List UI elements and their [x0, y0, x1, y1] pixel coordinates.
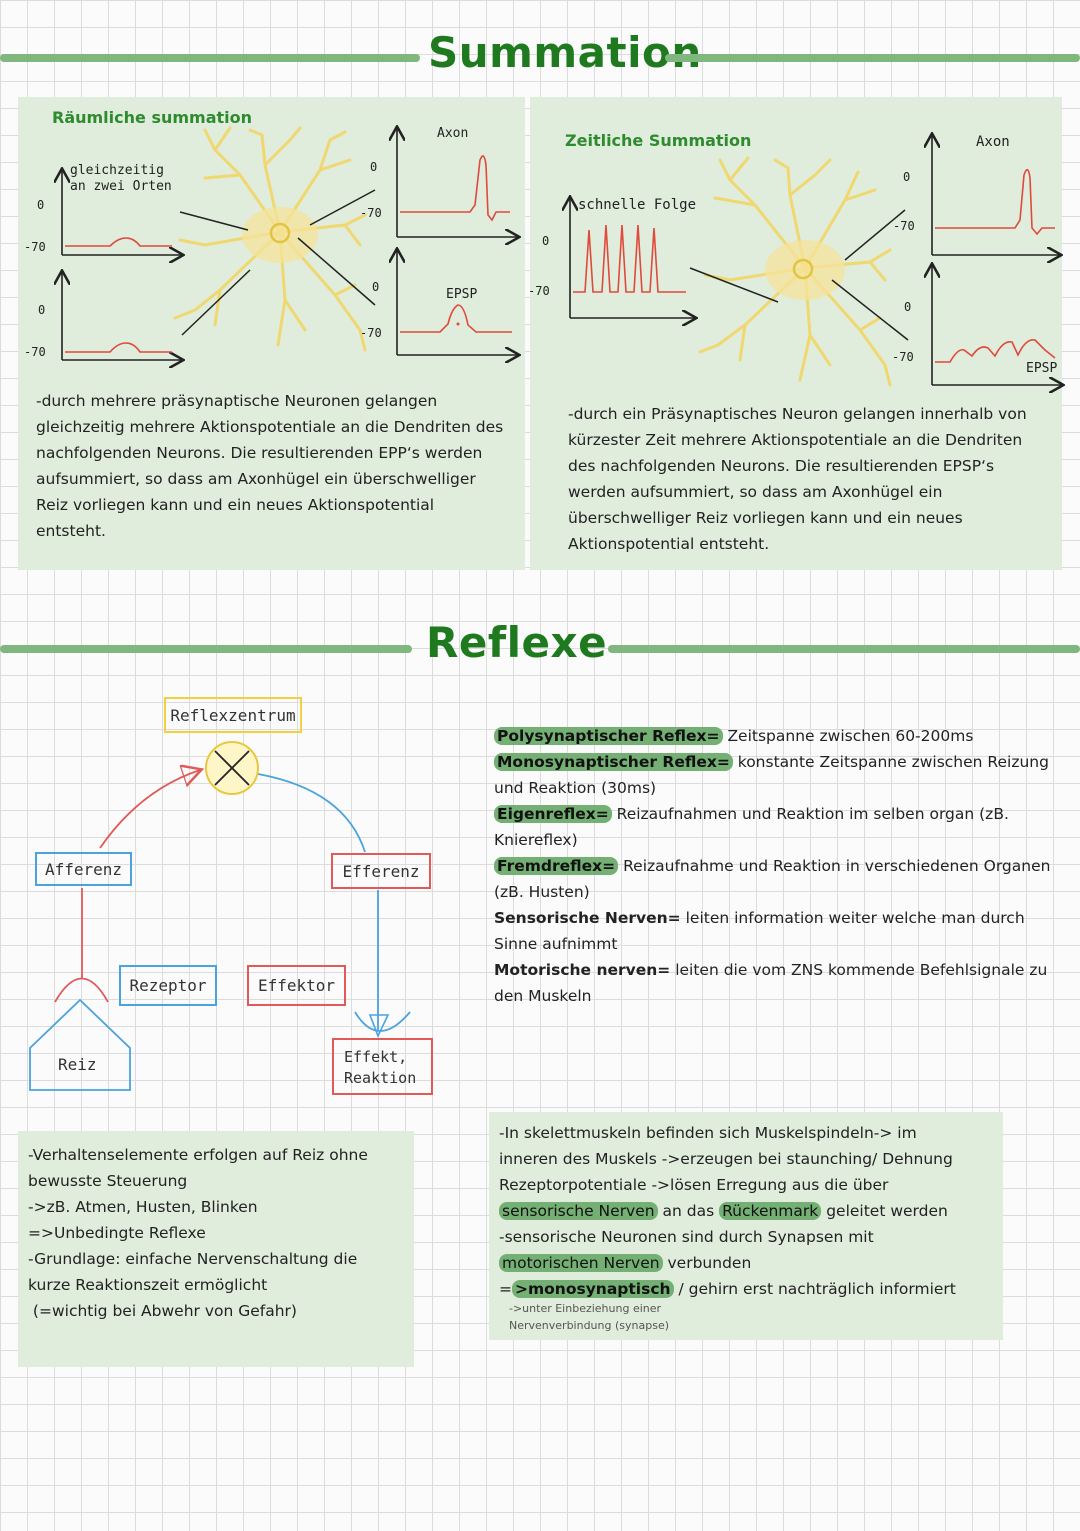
temporal-epsp-zero: 0	[904, 300, 912, 314]
temporal-panel	[530, 97, 1062, 570]
reflexzentrum-box: Reflexzentrum	[164, 697, 302, 733]
reiz-house-shape	[29, 998, 131, 1091]
muscle-spindle-panel	[489, 1112, 1003, 1340]
reflex-definitions: Polysynaptischer Reflex= Zeitspanne zwis…	[494, 723, 1054, 1009]
summation-title: Summation	[428, 28, 702, 77]
spindle-line5: -sensorische Neuronen sind durch Synapse…	[499, 1228, 874, 1246]
sens-term: Sensorische Nerven=	[494, 909, 681, 927]
rezeptor-box: Rezeptor	[119, 965, 217, 1006]
temporal-epsp-label: EPSP	[1026, 361, 1058, 376]
poly-term: Polysynaptischer Reflex=	[494, 727, 723, 745]
spindle-line4-end: geleitet werden	[821, 1202, 948, 1220]
spatial-axis-zero-2: 0	[38, 303, 46, 317]
effekt-line1: Effekt,	[344, 1048, 408, 1066]
spatial-axon-zero: 0	[370, 160, 378, 174]
afferenz-box: Afferenz	[35, 852, 132, 886]
reflexe-title: Reflexe	[426, 618, 608, 667]
hl-motorische-nerven: motorischen Nerven	[499, 1254, 663, 1272]
temporal-heading: Zeitliche Summation	[565, 131, 752, 150]
temporal-axis-m70: -70	[528, 284, 550, 298]
basics-line2: bewusste Steuerung	[28, 1172, 188, 1190]
eigen-def: Reizaufnahmen und Reaktion im selben org…	[494, 805, 1009, 849]
hl-rueckenmark: Rückenmark	[719, 1202, 822, 1220]
basics-line3: ->zB. Atmen, Husten, Blinken	[28, 1198, 258, 1216]
fremd-term: Fremdreflex=	[494, 857, 619, 875]
spindle-line1: -In skelettmuskeln befinden sich Muskels…	[499, 1124, 917, 1142]
basics-line1: -Verhaltenselemente erfolgen auf Reiz oh…	[28, 1146, 368, 1164]
spindle-note1: ->unter Einbeziehung einer	[509, 1302, 662, 1315]
spatial-note-line2: an zwei Orten	[70, 179, 172, 194]
basics-line7: (=wichtig bei Abwehr von Gefahr)	[28, 1302, 297, 1320]
motor-term: Motorische nerven=	[494, 961, 671, 979]
temporal-epsp-m70: -70	[892, 350, 914, 364]
temporal-nucleus	[792, 258, 814, 280]
spatial-note-line1: gleichzeitig	[70, 163, 164, 178]
temporal-axon-zero: 0	[903, 170, 911, 184]
spatial-axis-m70-2: -70	[24, 345, 46, 359]
fremd-def: Reizaufnahme und Reaktion in verschieden…	[494, 857, 1051, 901]
spatial-epsp-m70: -70	[360, 326, 382, 340]
spatial-text: -durch mehrere präsynaptische Neuronen g…	[36, 392, 504, 540]
spindle-line6-end: verbunden	[662, 1254, 752, 1272]
spatial-nucleus	[269, 222, 291, 244]
reiz-label: Reiz	[58, 1055, 97, 1074]
spindle-line7-pre: =	[499, 1280, 512, 1298]
spatial-axis-zero-1: 0	[37, 198, 45, 212]
poly-def: Zeitspanne zwischen 60-200ms	[722, 727, 974, 745]
reflex-basics-panel	[18, 1131, 414, 1367]
spatial-axon-m70: -70	[360, 206, 382, 220]
spatial-panel	[18, 97, 525, 570]
spindle-line4-mid: an das	[657, 1202, 720, 1220]
epsp-dot	[456, 322, 460, 326]
temporal-text: -durch ein Präsynaptisches Neuron gelang…	[568, 405, 1027, 553]
spindle-line2: inneren des Muskels ->erzeugen bei staun…	[499, 1150, 953, 1168]
hl-monosynaptisch: >monosynaptisch	[512, 1280, 674, 1298]
reflex-basics-text: -Verhaltenselemente erfolgen auf Reiz oh…	[28, 1142, 413, 1324]
temporal-axon-label: Axon	[976, 134, 1010, 150]
reflexe-rule-right	[608, 645, 1080, 653]
eigen-term: Eigenreflex=	[494, 805, 612, 823]
summation-diagrams	[0, 0, 1080, 620]
spatial-epsp-label: EPSP	[446, 287, 478, 302]
basics-line4: =>Unbedingte Reflexe	[28, 1224, 206, 1242]
mono-term: Monosynaptischer Reflex=	[494, 753, 733, 771]
basics-line6: kurze Reaktionszeit ermöglicht	[28, 1276, 268, 1294]
hl-sensorische-nerven: sensorische Nerven	[499, 1202, 658, 1220]
reflexe-rule-left	[0, 645, 412, 653]
spatial-axon-label: Axon	[437, 126, 469, 141]
efferenz-box: Efferenz	[331, 853, 431, 889]
spindle-line3: Rezeptorpotentiale ->lösen Erregung aus …	[499, 1176, 889, 1194]
spindle-line7-end: / gehirn erst nachträglich informiert	[673, 1280, 956, 1298]
sens-def: leiten information weiter welche man dur…	[494, 909, 1025, 953]
title-rule-right	[665, 54, 1080, 62]
temporal-note: schnelle Folge	[578, 197, 697, 213]
effektor-box: Effektor	[247, 965, 346, 1006]
motor-def: leiten die vom ZNS kommende Befehlsignal…	[494, 961, 1048, 1005]
spatial-epsp-zero: 0	[372, 280, 380, 294]
spatial-soma	[242, 207, 318, 263]
spatial-heading: Räumliche summation	[52, 108, 253, 127]
temporal-axis-zero: 0	[542, 234, 550, 248]
spindle-note2: Nervenverbindung (synapse)	[509, 1319, 669, 1332]
temporal-soma	[765, 240, 845, 300]
basics-line5: -Grundlage: einfache Nervenschaltung die	[28, 1250, 358, 1268]
effekt-box: Effekt, Reaktion	[332, 1038, 433, 1095]
title-rule-left	[0, 54, 420, 62]
spatial-axis-m70-1: -70	[24, 240, 46, 254]
muscle-spindle-text: -In skelettmuskeln befinden sich Muskels…	[499, 1120, 999, 1334]
temporal-axon-m70: -70	[893, 219, 915, 233]
effekt-line2: Reaktion	[344, 1069, 417, 1087]
mono-def: konstante Zeitspanne zwischen Reizung un…	[494, 753, 1049, 797]
